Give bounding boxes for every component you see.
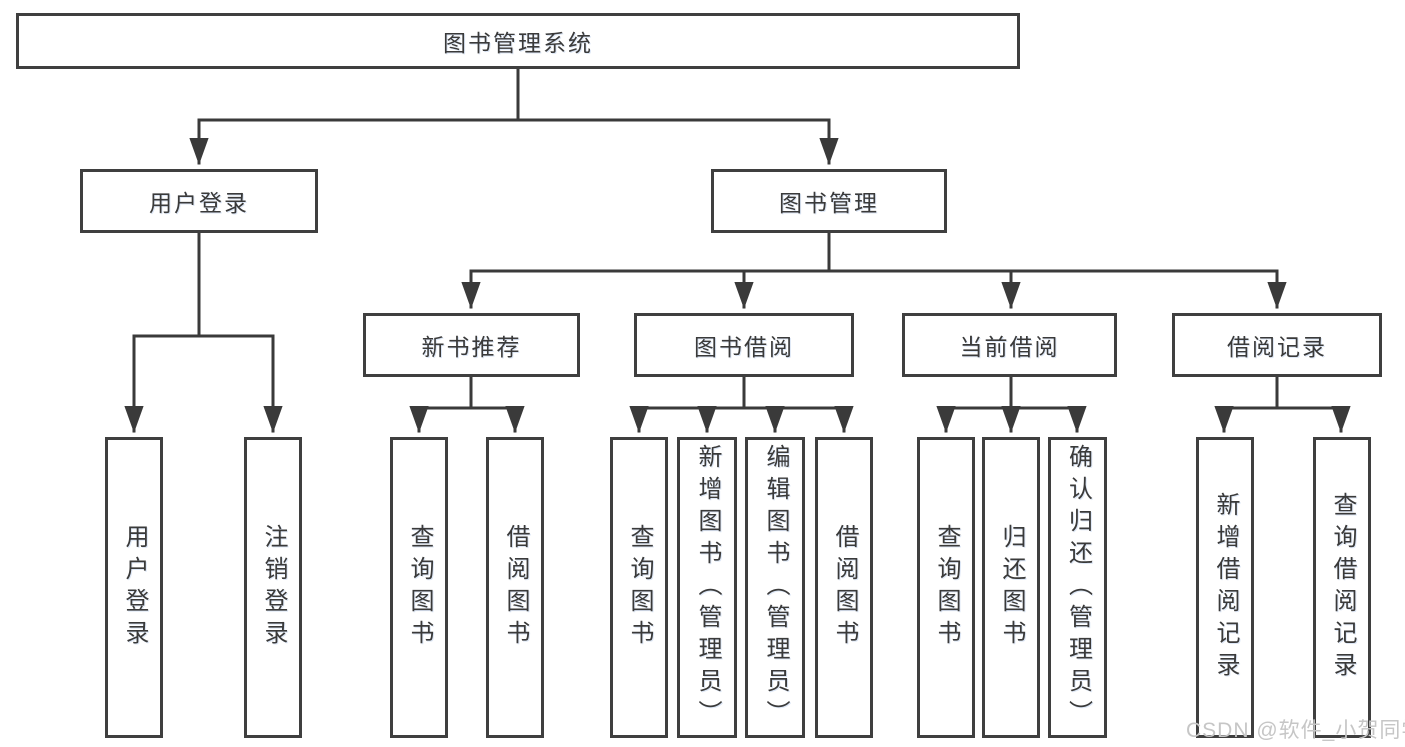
leaf-borrow-add-books-admin: 新增图书（管理员） (677, 437, 737, 738)
node-label: 借阅记录 (1227, 334, 1327, 360)
node-label: 查询图书 (933, 523, 960, 652)
node-library-management-system: 图书管理系统 (16, 13, 1020, 69)
node-label: 注销登录 (260, 523, 287, 652)
node-current-borrow: 当前借阅 (902, 313, 1117, 377)
leaf-newbook-query-books: 查询图书 (390, 437, 448, 738)
node-label: 新增借阅记录 (1212, 491, 1239, 684)
leaf-borrow-query-books: 查询图书 (610, 437, 668, 738)
leaf-current-confirm-return-admin: 确认归还（管理员） (1048, 437, 1107, 738)
node-label: 图书借阅 (694, 334, 794, 360)
node-label: 归还图书 (998, 523, 1025, 652)
node-label: 图书管理系统 (443, 30, 593, 56)
node-label: 查询借阅记录 (1329, 491, 1356, 684)
node-label: 用户登录 (149, 190, 249, 216)
leaf-records-query-record: 查询借阅记录 (1313, 437, 1371, 738)
node-label: 编辑图书（管理员） (762, 443, 789, 732)
node-user-login: 用户登录 (80, 169, 318, 233)
node-new-book-recommend: 新书推荐 (363, 313, 580, 377)
node-label: 确认归还（管理员） (1064, 443, 1092, 732)
leaf-user-login: 用户登录 (105, 437, 163, 738)
node-label: 借阅图书 (831, 523, 858, 652)
node-label: 图书管理 (779, 190, 879, 216)
leaf-newbook-borrow-books: 借阅图书 (486, 437, 544, 738)
leaf-borrow-borrow-books: 借阅图书 (815, 437, 873, 738)
leaf-current-query-books: 查询图书 (917, 437, 975, 738)
node-label: 借阅图书 (502, 523, 529, 652)
node-label: 查询图书 (626, 523, 653, 652)
node-label: 用户登录 (121, 523, 148, 652)
node-borrow-records: 借阅记录 (1172, 313, 1382, 377)
csdn-watermark: CSDN @软件_小贺同学 (1186, 719, 1405, 742)
leaf-borrow-edit-books-admin: 编辑图书（管理员） (745, 437, 805, 738)
node-label: 当前借阅 (959, 334, 1060, 360)
leaf-current-return-books: 归还图书 (982, 437, 1040, 738)
leaf-records-add-record: 新增借阅记录 (1196, 437, 1254, 738)
leaf-logout: 注销登录 (244, 437, 302, 738)
node-label: 新增图书（管理员） (694, 443, 721, 732)
node-book-borrow: 图书借阅 (634, 313, 854, 377)
node-book-management: 图书管理 (711, 169, 947, 233)
node-label: 查询图书 (406, 523, 433, 652)
node-label: 新书推荐 (421, 334, 522, 360)
